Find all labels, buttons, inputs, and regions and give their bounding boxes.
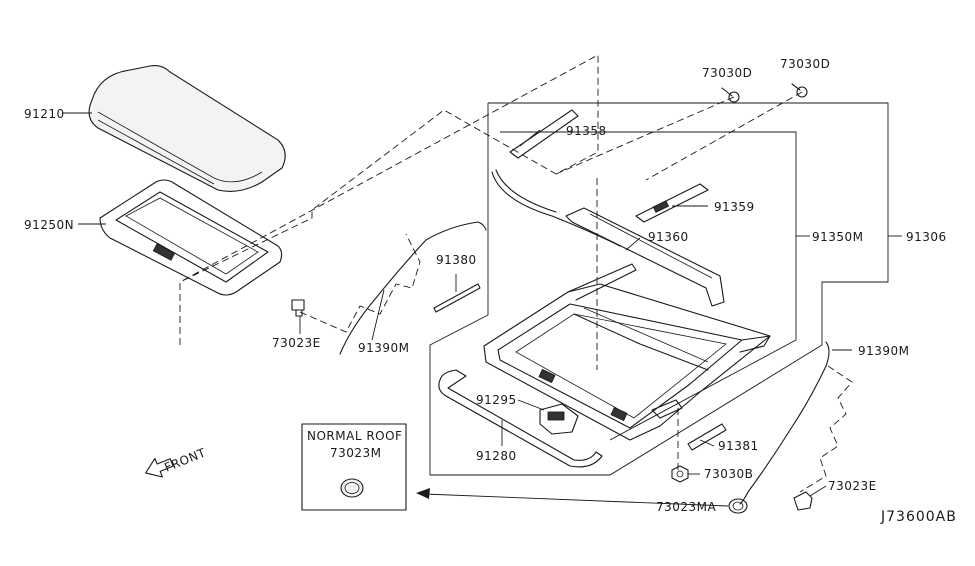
label-91390m-right: 91390M bbox=[858, 344, 910, 358]
diagram-id: J73600AB bbox=[880, 509, 957, 525]
deflector-91360 bbox=[565, 207, 725, 307]
label-91350m: 91350M bbox=[812, 230, 864, 244]
label-91360: 91360 bbox=[648, 230, 689, 244]
label-front: FRONT bbox=[162, 445, 208, 474]
grommet-73023e-left bbox=[291, 299, 305, 317]
bolt-73030d-b bbox=[791, 83, 808, 98]
front-arrow bbox=[145, 457, 174, 478]
grommet-73023e-right bbox=[793, 491, 813, 511]
label-91390m-left: 91390M bbox=[358, 341, 410, 355]
label-91380: 91380 bbox=[436, 253, 477, 267]
label-91210: 91210 bbox=[24, 107, 65, 121]
grommet-73023ma bbox=[728, 498, 748, 514]
label-73030d-b: 73030D bbox=[780, 57, 830, 71]
glass-panel-91210 bbox=[88, 65, 286, 192]
label-73023e-right: 73023E bbox=[828, 479, 877, 493]
label-91295: 91295 bbox=[476, 393, 517, 407]
inset-title: NORMAL ROOF bbox=[307, 429, 402, 443]
drain-hose-91390m-left bbox=[299, 221, 487, 355]
leader-lines bbox=[62, 112, 902, 497]
molding-91280 bbox=[438, 369, 603, 468]
label-91358: 91358 bbox=[566, 124, 607, 138]
motor-91295 bbox=[539, 403, 579, 435]
sunroof-frame-assembly bbox=[483, 263, 771, 441]
label-73023e-left: 73023E bbox=[272, 336, 321, 350]
hose-91380 bbox=[433, 283, 481, 313]
nut-73030b bbox=[671, 465, 689, 483]
bracket-91359 bbox=[635, 183, 709, 223]
sunshade-frame-91250n bbox=[99, 179, 283, 296]
label-91280: 91280 bbox=[476, 449, 517, 463]
bolt-73030d-a bbox=[721, 87, 740, 103]
bolt-dash-line-b bbox=[645, 91, 803, 181]
label-91306: 91306 bbox=[906, 230, 947, 244]
label-91381: 91381 bbox=[718, 439, 759, 453]
label-73030d-a: 73030D bbox=[702, 66, 752, 80]
label-73023ma: 73023MA bbox=[656, 500, 717, 514]
inset-normal-roof bbox=[301, 423, 407, 511]
inset-part-label: 73023M bbox=[330, 446, 382, 460]
label-73030b: 73030B bbox=[704, 467, 753, 481]
inset-arrow bbox=[416, 488, 729, 507]
frame-group-boundary bbox=[429, 102, 889, 476]
seal-91381 bbox=[687, 423, 727, 451]
drain-hose-91390m-right bbox=[739, 341, 853, 505]
dashed-group-glass bbox=[179, 54, 599, 345]
label-91250n: 91250N bbox=[24, 218, 74, 232]
label-91359: 91359 bbox=[714, 200, 755, 214]
